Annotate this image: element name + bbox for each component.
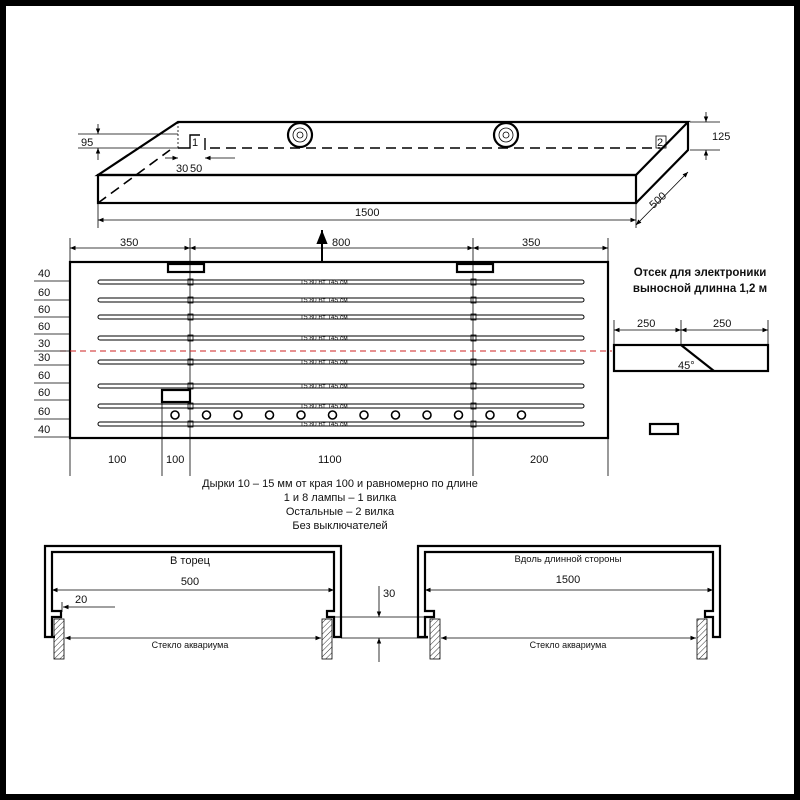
section-end-lip: 20 <box>75 594 87 606</box>
dim-250-b: 250 <box>713 318 731 330</box>
vent-hole <box>170 410 180 420</box>
vent-hole <box>485 410 495 420</box>
vent-hole <box>359 410 369 420</box>
dim-250-a: 250 <box>637 318 655 330</box>
fan-icon <box>286 121 314 149</box>
lamp-tube <box>97 383 585 389</box>
section-end-title: В торец <box>170 555 211 567</box>
note-2: Остальные – 2 вилка <box>286 506 395 518</box>
lamp-label: T5 80 Вт 145 см <box>300 421 348 428</box>
fan-icon <box>492 121 520 149</box>
dim-30: 30 <box>176 163 188 175</box>
lamp-label: T5 80 Вт 145 см <box>300 297 348 304</box>
lamp-socket-icon <box>470 296 477 304</box>
lamp-label: T5 80 Вт 145 см <box>300 335 348 342</box>
dim-top-0: 350 <box>120 237 138 249</box>
dim-top-2: 350 <box>522 237 540 249</box>
vent-hole <box>422 410 432 420</box>
lamp-socket-icon <box>187 334 194 342</box>
vent-hole <box>327 410 338 420</box>
dim-bottom-1: 100 <box>166 454 184 466</box>
section-side-title: Вдоль длинной стороны <box>514 554 621 565</box>
lamp-tube <box>97 279 585 285</box>
gap-30: 30 <box>383 588 395 600</box>
dim-125: 125 <box>712 131 730 143</box>
vent-hole <box>233 410 243 420</box>
dim-500: 500 <box>647 190 669 211</box>
lamp-socket-icon <box>187 420 194 428</box>
lamp-tube <box>97 403 585 409</box>
section-end-glass: Стекло аквариума <box>152 640 229 650</box>
dim-top-1: 800 <box>332 237 350 249</box>
vent-hole <box>516 410 527 420</box>
row-dim: 60 <box>38 370 50 382</box>
row-dim: 30 <box>38 338 50 350</box>
lamp-tube <box>97 314 585 320</box>
lamp-socket-icon <box>187 278 194 286</box>
lamp-tube <box>97 421 585 427</box>
vent-hole <box>296 410 306 420</box>
lamp-socket-icon <box>187 402 194 410</box>
angle-45: 45° <box>678 360 695 372</box>
lamp-tube <box>97 335 585 341</box>
vent-hole <box>453 410 464 420</box>
dim-bottom-3: 200 <box>530 454 548 466</box>
lamp-label: T5 80 Вт 145 см <box>300 314 348 321</box>
row-dim: 60 <box>38 321 50 333</box>
section-side-width: 1500 <box>556 574 580 586</box>
lamp-socket-icon <box>187 313 194 321</box>
section-end: В торец 500 20 Стекло аквариума <box>43 544 343 660</box>
lamp-socket-icon <box>470 358 477 366</box>
lamp-label: T5 80 Вт 145 см <box>300 403 348 410</box>
lamp-tube <box>97 297 585 303</box>
note-3: Без выключателей <box>292 520 387 532</box>
marker-2: 2 <box>657 137 663 149</box>
vent-hole <box>390 410 401 420</box>
dim-bottom-2: 1100 <box>318 454 342 466</box>
lamp-socket-icon <box>470 420 477 428</box>
lamp-label: T5 80 Вт 145 см <box>300 383 348 390</box>
dim-50: 50 <box>190 163 202 175</box>
vent-hole <box>201 410 212 420</box>
dim-95: 95 <box>81 137 93 149</box>
electronics-title-2: выносной длинна 1,2 м <box>633 283 767 295</box>
row-dim: 60 <box>38 406 50 418</box>
section-side: Вдоль длинной стороны 1500 Стекло аквари… <box>416 544 722 660</box>
lamp-socket-icon <box>187 382 194 390</box>
lamp-label: T5 80 Вт 145 см <box>300 359 348 366</box>
note-1: 1 и 8 лампы – 1 вилка <box>284 492 397 504</box>
vent-hole <box>264 410 275 420</box>
lamp-tube <box>97 359 585 365</box>
lamp-socket-icon <box>187 296 194 304</box>
notes: Дырки 10 – 15 мм от края 100 и равномерн… <box>202 478 478 532</box>
marker-1: 1 <box>192 137 198 149</box>
lamp-socket-icon <box>470 278 477 286</box>
lamp-socket-icon <box>470 334 477 342</box>
lamp-socket-icon <box>187 358 194 366</box>
lamp-label: T5 80 Вт 145 см <box>300 279 348 286</box>
row-dim: 40 <box>38 268 50 280</box>
electronics-compartment: Отсек для электроники выносной длинна 1,… <box>612 267 770 436</box>
row-dim: 40 <box>38 424 50 436</box>
row-dim: 60 <box>38 304 50 316</box>
isometric-view: 1 2 95 30 50 125 500 1500 <box>78 112 730 228</box>
electronics-title-1: Отсек для электроники <box>634 267 767 279</box>
dim-bottom-0: 100 <box>108 454 126 466</box>
gap-dimension: 30 <box>334 586 428 662</box>
plan-view: 350 800 350 40 60 60 60 30 30 60 60 60 40 T5 80 В… <box>34 230 612 476</box>
row-dim: 30 <box>38 352 50 364</box>
section-side-glass: Стекло аквариума <box>530 640 607 650</box>
lamp-socket-icon <box>470 402 477 410</box>
note-0: Дырки 10 – 15 мм от края 100 и равномерн… <box>202 478 478 490</box>
dim-1500: 1500 <box>355 207 379 219</box>
row-dim: 60 <box>38 287 50 299</box>
lamp-socket-icon <box>470 313 477 321</box>
row-dim: 60 <box>38 387 50 399</box>
section-end-width: 500 <box>181 576 199 588</box>
lamp-socket-icon <box>470 382 477 390</box>
